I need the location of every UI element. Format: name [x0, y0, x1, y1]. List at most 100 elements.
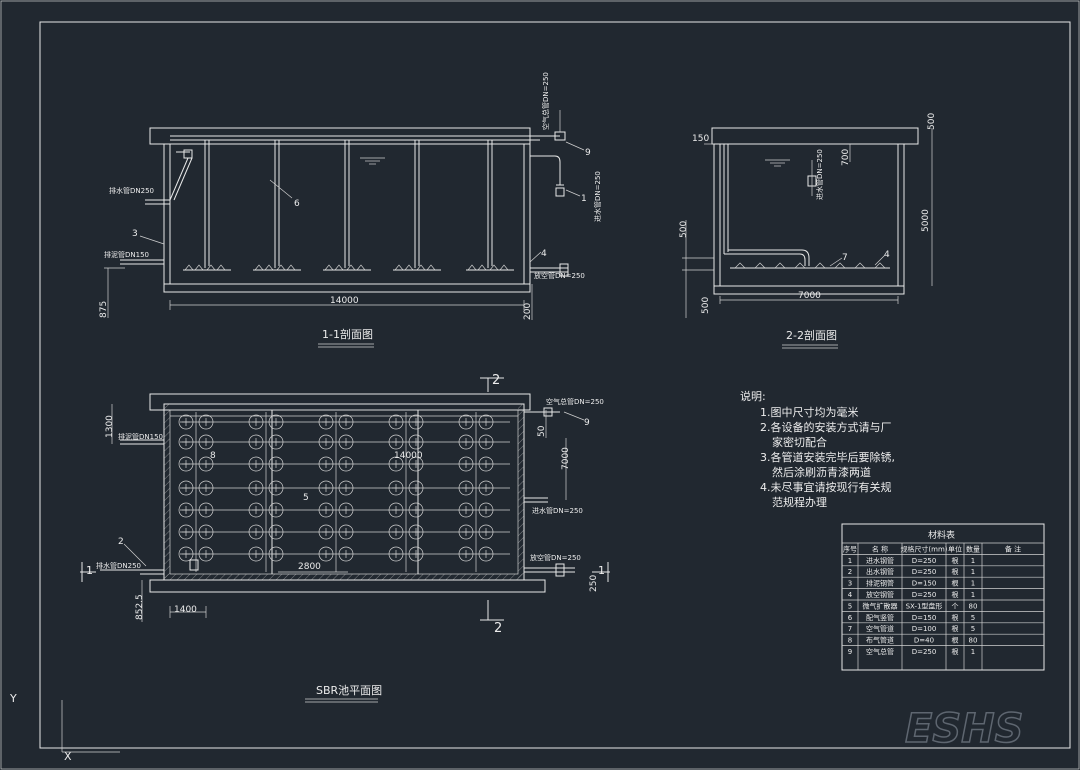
callout-2: 2 [118, 537, 124, 547]
table-cell: D=40 [914, 637, 934, 645]
callout-7: 7 [842, 253, 848, 263]
diffuser-disc [268, 414, 284, 430]
diffuser-disc [388, 480, 404, 496]
dim-500-b: 500 [701, 297, 711, 314]
diffuser-disc [198, 480, 214, 496]
table-cell: 配气竖管 [866, 613, 894, 622]
diffuser-head [286, 264, 296, 271]
table-cell: 根 [952, 567, 959, 576]
diffuser-disc [338, 502, 354, 518]
cut-mark-1-left: 1 [86, 564, 93, 577]
diffuser-disc [408, 456, 424, 472]
table-cell: D=250 [912, 557, 937, 565]
diffuser-head [254, 264, 264, 271]
diffuser-head [194, 264, 204, 271]
table-cell: D=250 [912, 648, 937, 656]
diffuser-disc [478, 414, 494, 430]
diffuser-disc [458, 502, 474, 518]
table-cell: 6 [848, 614, 853, 622]
dim-50: 50 [537, 425, 547, 437]
diffuser-disc [268, 546, 284, 562]
design-notes: 说明: 1.图中尺寸均为毫米 2.各设备的安装方式请与厂 家密切配合 3.各管道… [740, 389, 895, 509]
diffuser-head [874, 262, 886, 269]
diffuser-head [404, 264, 414, 271]
diffuser-disc [458, 546, 474, 562]
diffuser-head [206, 264, 216, 271]
table-cell: D=250 [912, 568, 937, 576]
plan-title: SBR池平面图 [316, 684, 382, 697]
diffuser-disc [338, 524, 354, 540]
table-cell: 2 [848, 568, 852, 576]
table-cell: 空气管道 [866, 624, 894, 633]
callout-5: 5 [303, 493, 309, 503]
diffuser-disc [478, 456, 494, 472]
diffuser-disc [478, 524, 494, 540]
diffuser-head [794, 262, 806, 269]
callout-4: 4 [541, 249, 547, 259]
diffuser-disc [338, 414, 354, 430]
section-2-2-title: 2-2剖面图 [786, 328, 837, 342]
diffuser-disc [318, 524, 334, 540]
diffuser-disc [198, 502, 214, 518]
dim-500-top: 500 [927, 113, 937, 130]
dim-5000: 5000 [921, 209, 931, 232]
diffuser-disc [268, 480, 284, 496]
dim-7000-plan: 7000 [561, 447, 571, 470]
table-cell: 根 [952, 624, 959, 633]
diffuser-disc [458, 414, 474, 430]
diffuser-disc [198, 546, 214, 562]
diffuser-disc [408, 502, 424, 518]
diffuser-head [754, 262, 766, 269]
diffuser-head [734, 262, 746, 269]
diffuser-disc [248, 546, 264, 562]
dim-1300: 1300 [105, 415, 115, 438]
table-cell: 根 [952, 613, 959, 622]
dim-150: 150 [692, 134, 709, 144]
diffuser-disc [388, 546, 404, 562]
diffuser-disc [408, 524, 424, 540]
table-cell: 放空钢管 [866, 590, 894, 599]
diffuser-head [814, 262, 826, 269]
table-header-cell: 规格尺寸(mm) [900, 544, 947, 553]
diffuser-disc [318, 546, 334, 562]
table-cell: 1 [848, 557, 852, 565]
dim-2800: 2800 [298, 562, 321, 572]
diffuser-head [334, 264, 344, 271]
table-cell: 5 [848, 602, 852, 610]
diffuser-disc [388, 434, 404, 450]
table-cell: 80 [969, 602, 978, 610]
diffuser-head [184, 264, 194, 271]
diffuser-head [426, 264, 436, 271]
diffuser-disc [318, 480, 334, 496]
callout-3: 3 [132, 229, 138, 239]
diffuser-head [854, 262, 866, 269]
section-2-2: 7000 150 500 700 5000 500 500 进水管DN=250 … [679, 113, 937, 349]
diffuser-disc [408, 480, 424, 496]
notes-title: 说明: [740, 389, 766, 403]
dim-7000-s22: 7000 [798, 291, 821, 301]
label-sludge-pipe: 排泥管DN150 [104, 250, 149, 259]
table-cell: D=150 [912, 580, 937, 588]
section-1-1: 14000 875 200 排水管DN250 排泥管DN150 空气总管DN=2… [99, 72, 602, 348]
diffuser-disc [268, 524, 284, 540]
table-cell: 80 [969, 637, 978, 645]
cut-mark-1-right: 1 [598, 564, 605, 577]
dim-1400: 1400 [174, 605, 197, 615]
label-plan-drain: 排水管DN250 [96, 561, 141, 570]
table-cell: 根 [952, 636, 959, 645]
diffuser-head [276, 264, 286, 271]
note-2b: 家密切配合 [772, 435, 827, 449]
table-header-cell: 单位 [948, 544, 962, 553]
callout-6: 6 [294, 199, 300, 209]
table-cell: 出水钢管 [866, 567, 894, 576]
diffuser-head [216, 264, 226, 271]
sbr-plan-view: 2 2 1 1 1300 50 7000 14000 2800 1400 852… [80, 373, 610, 703]
diffuser-disc [388, 414, 404, 430]
table-cell: 布气管道 [866, 636, 894, 645]
dim-852-5: 852.5 [135, 594, 145, 620]
ucs-icon: Y X [9, 692, 120, 763]
diffuser-disc [388, 502, 404, 518]
table-cell: 微气扩散器 [863, 601, 898, 610]
